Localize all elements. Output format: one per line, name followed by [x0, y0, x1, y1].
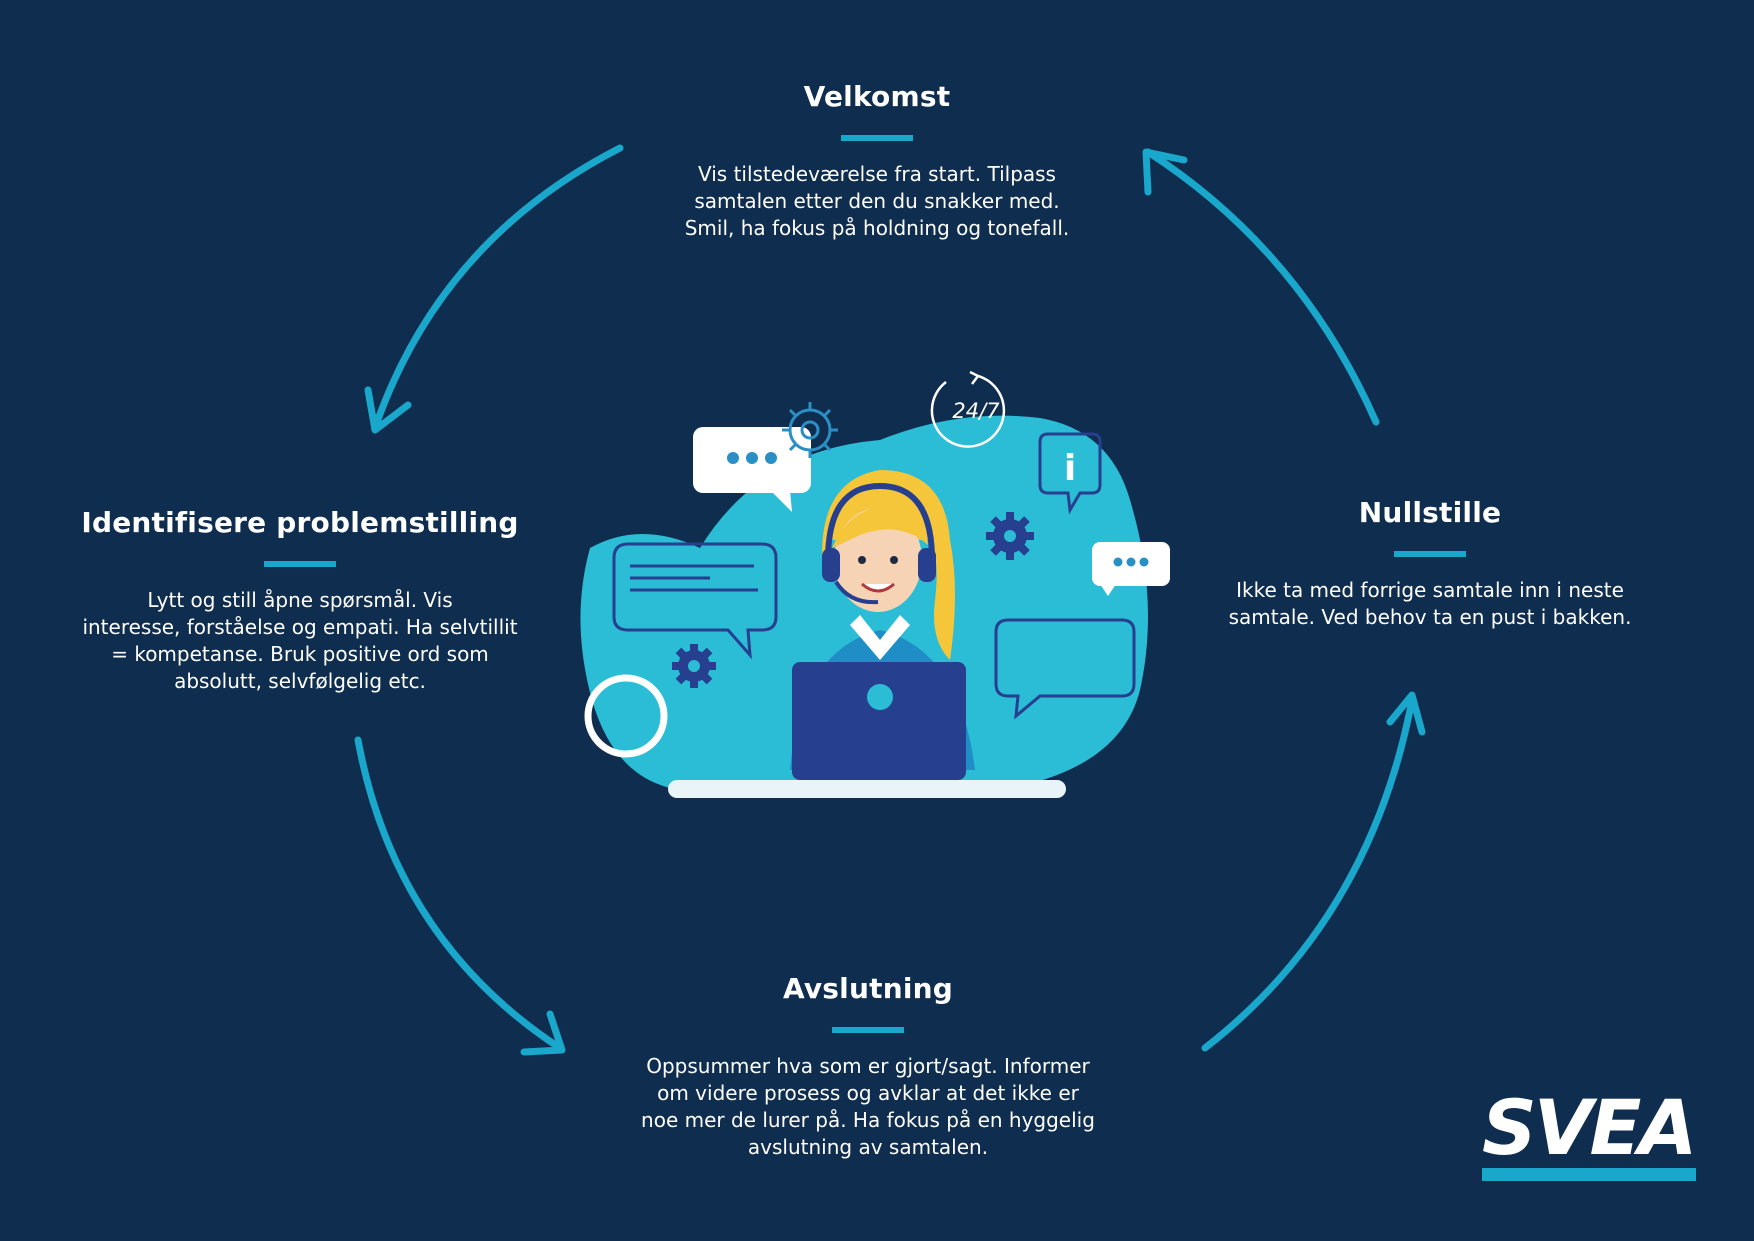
- clock-icon: [584, 674, 668, 758]
- cycle-arrow-icon: [1201, 696, 1416, 1052]
- laptop-icon: [792, 662, 966, 780]
- section-text: Ikke ta med forrige samtale inn i neste …: [1228, 578, 1632, 629]
- desk: [668, 780, 1066, 798]
- section-avslutning: Avslutning Oppsummer hva som er gjort/sa…: [618, 972, 1118, 1161]
- section-nullstille: Nullstille Ikke ta med forrige samtale i…: [1210, 496, 1650, 631]
- laptop-logo: [867, 684, 893, 710]
- headset-icon: [825, 482, 935, 561]
- gear-icon: [986, 512, 1034, 560]
- info-icon: [1038, 432, 1102, 515]
- section-identifisere: Identifisere problemstilling Lytt og sti…: [40, 506, 560, 695]
- hair-fringe: [832, 505, 928, 548]
- speech-bubble-icon: [994, 618, 1136, 720]
- arrow-head-top-right: [1142, 148, 1188, 196]
- badge-24-7: 24/7: [952, 399, 1000, 423]
- cycle-arrow-icon: [371, 144, 624, 432]
- gear-icon: [672, 644, 716, 688]
- support-illustration: i 24/7: [580, 370, 1170, 798]
- cycle-arrow-icon: [1144, 148, 1380, 426]
- speech-bubble-icon: [612, 542, 778, 660]
- logo-underline: [1482, 1168, 1696, 1181]
- headset-ear-left: [822, 548, 840, 582]
- arrow-head-left-top: [364, 386, 412, 434]
- title-underline: [1394, 551, 1466, 557]
- title-underline: [832, 1027, 904, 1033]
- arrow-head-bottom-left: [520, 1010, 566, 1056]
- section-title: Nullstille: [1358, 496, 1502, 529]
- speech-bubble-icon: [693, 427, 811, 512]
- section-title: Identifisere problemstilling: [81, 506, 519, 539]
- section-velkomst: Velkomst Vis tilstedeværelse fra start. …: [627, 80, 1127, 242]
- headset-ear-right: [918, 548, 936, 582]
- headset-mic: [834, 580, 879, 605]
- gear-icon: [782, 402, 838, 458]
- section-text: Vis tilstedeværelse fra start. Tilpass s…: [684, 162, 1070, 240]
- section-text: Lytt og still åpne spørsmål. Vis interes…: [82, 588, 518, 693]
- cycle-arrow-icon: [354, 736, 564, 1052]
- svea-logo: SVEA: [1482, 1083, 1698, 1181]
- title-underline: [264, 561, 336, 567]
- shirt-collar: [850, 615, 910, 660]
- smile: [861, 582, 895, 593]
- arrow-head-bottom-right: [1386, 691, 1426, 736]
- section-title: Velkomst: [803, 80, 951, 113]
- clock-24-7-icon: [930, 370, 1006, 448]
- speech-bubble-icon: [1092, 542, 1170, 596]
- section-title: Avslutning: [782, 972, 953, 1005]
- logo-text: SVEA: [1482, 1083, 1697, 1172]
- title-underline: [841, 135, 913, 141]
- section-text: Oppsummer hva som er gjort/sagt. Informe…: [641, 1054, 1095, 1159]
- eye-left: [858, 556, 866, 564]
- eye-right: [890, 556, 898, 564]
- info-letter: i: [1064, 448, 1076, 489]
